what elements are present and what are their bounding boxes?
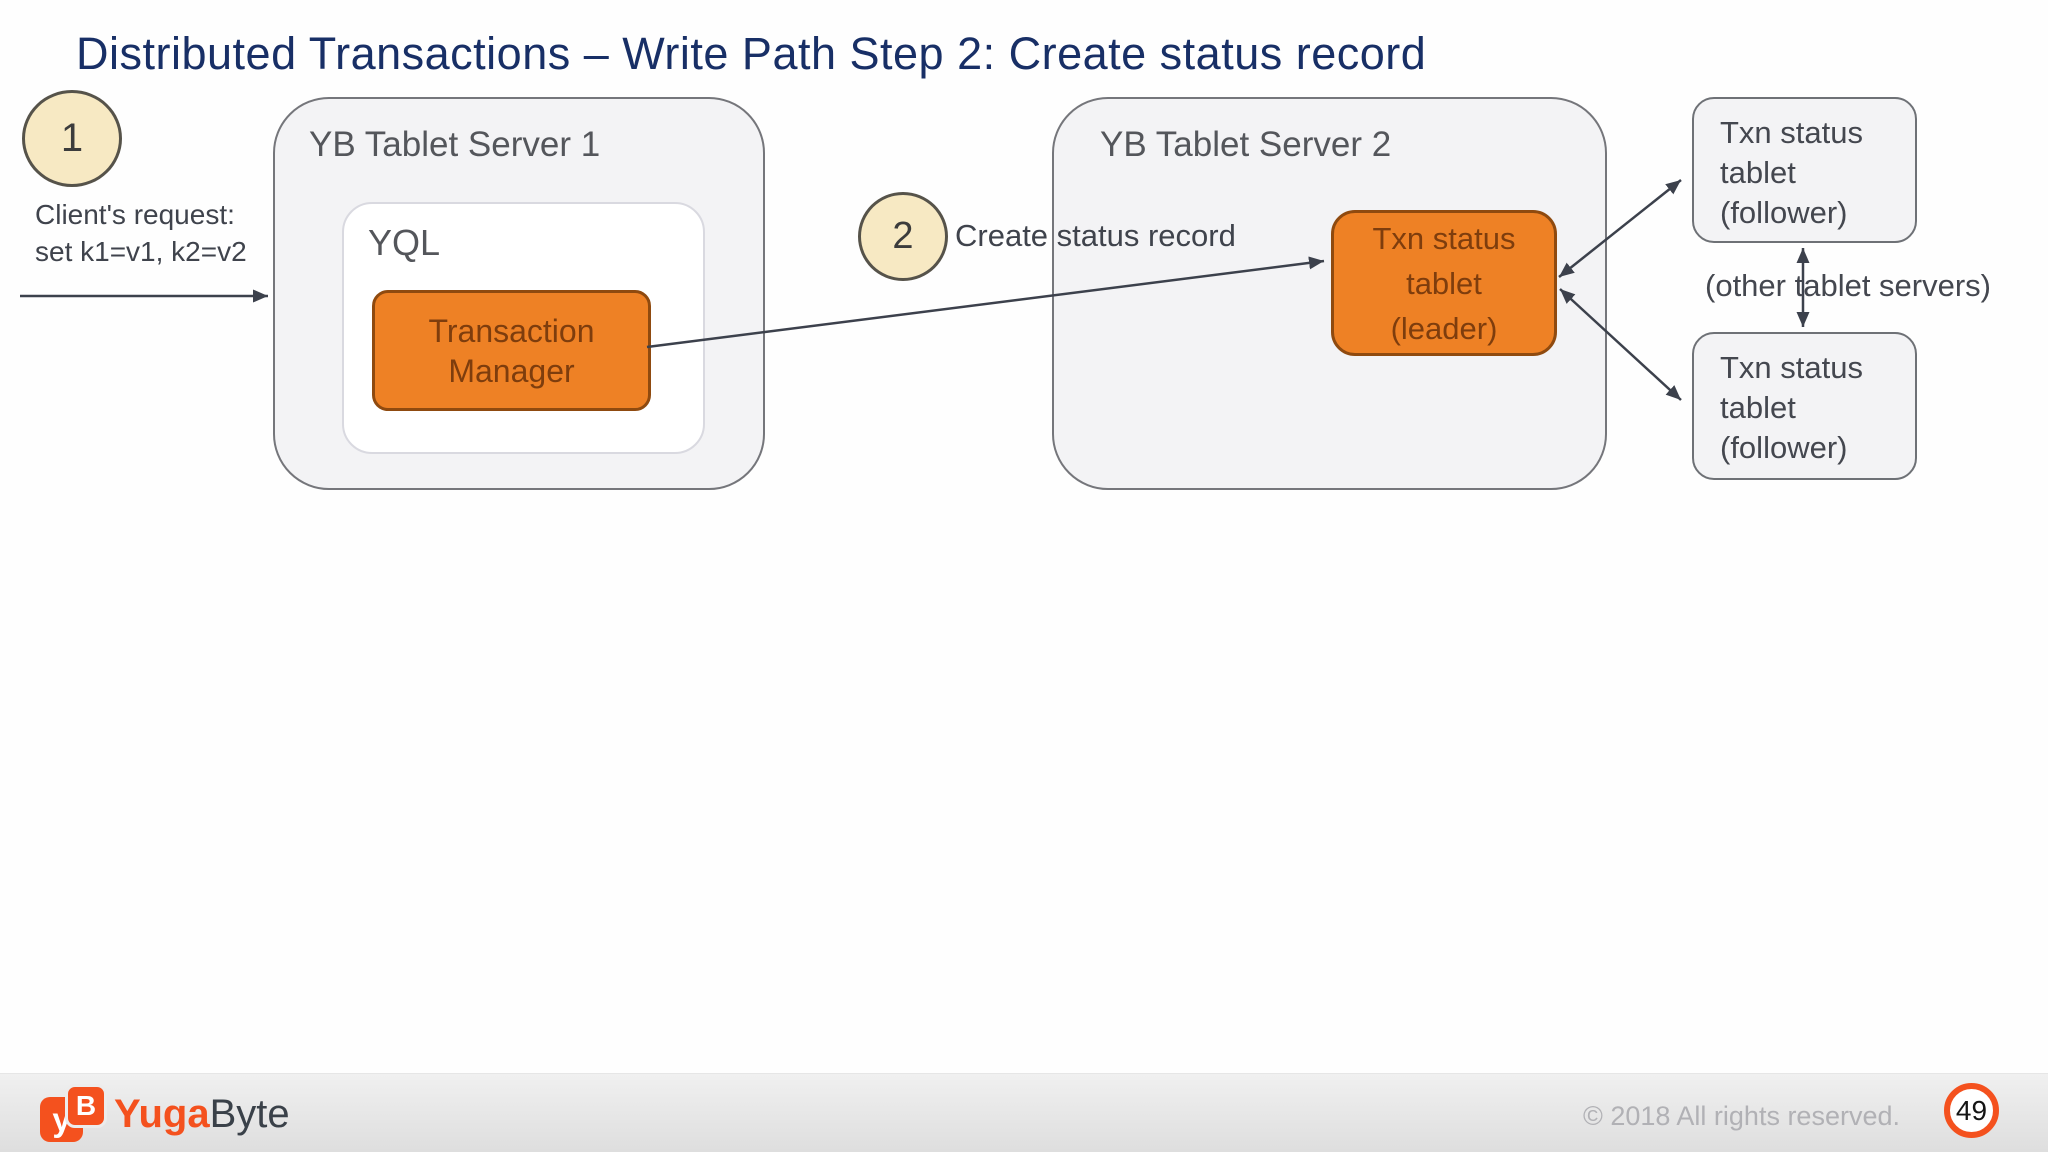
page-number: 49	[1955, 1094, 1988, 1126]
txn-follower-top-box: Txn status tablet (follower)	[1692, 97, 1917, 243]
yql-box: YQL Transaction Manager	[342, 202, 705, 454]
other-tablet-servers-label: (other tablet servers)	[1705, 268, 1991, 303]
logo-b-square-icon: B	[65, 1084, 107, 1128]
server2-box: YB Tablet Server 2 Txn status tablet (le…	[1052, 97, 1607, 490]
txn-leader-label: Txn status tablet (leader)	[1372, 220, 1516, 346]
logo-text-byte: Byte	[209, 1092, 290, 1136]
server1-title: YB Tablet Server 1	[309, 125, 601, 164]
yql-label: YQL	[368, 222, 441, 263]
logo-text: YugaByte	[114, 1088, 290, 1140]
yugabyte-logo-icon: y B	[40, 1084, 108, 1142]
step2-label: Create status record	[955, 218, 1236, 253]
step1-number: 1	[60, 116, 84, 160]
txn-follower-bottom-box: Txn status tablet (follower)	[1692, 332, 1917, 480]
transaction-manager-box: Transaction Manager	[372, 290, 651, 411]
logo-b-letter: B	[75, 1090, 97, 1121]
server1-box: YB Tablet Server 1 YQL Transaction Manag…	[273, 97, 765, 490]
footer-bar: y B YugaByte © 2018 All rights reserved.…	[0, 1073, 2048, 1152]
server2-title: YB Tablet Server 2	[1100, 125, 1392, 164]
step2-circle: 2	[858, 192, 948, 281]
step2-number: 2	[892, 215, 914, 257]
page-title: Distributed Transactions – Write Path St…	[76, 28, 1427, 79]
logo-text-yuga: Yuga	[114, 1092, 210, 1136]
step1-circle: 1	[22, 90, 122, 187]
copyright-text: © 2018 All rights reserved.	[1582, 1101, 1900, 1131]
txn-leader-box: Txn status tablet (leader)	[1331, 210, 1557, 356]
page-number-badge: 49	[1944, 1083, 1999, 1138]
client-request-label: Client's request: set k1=v1, k2=v2	[35, 199, 247, 267]
transaction-manager-label: Transaction Manager	[428, 312, 595, 389]
